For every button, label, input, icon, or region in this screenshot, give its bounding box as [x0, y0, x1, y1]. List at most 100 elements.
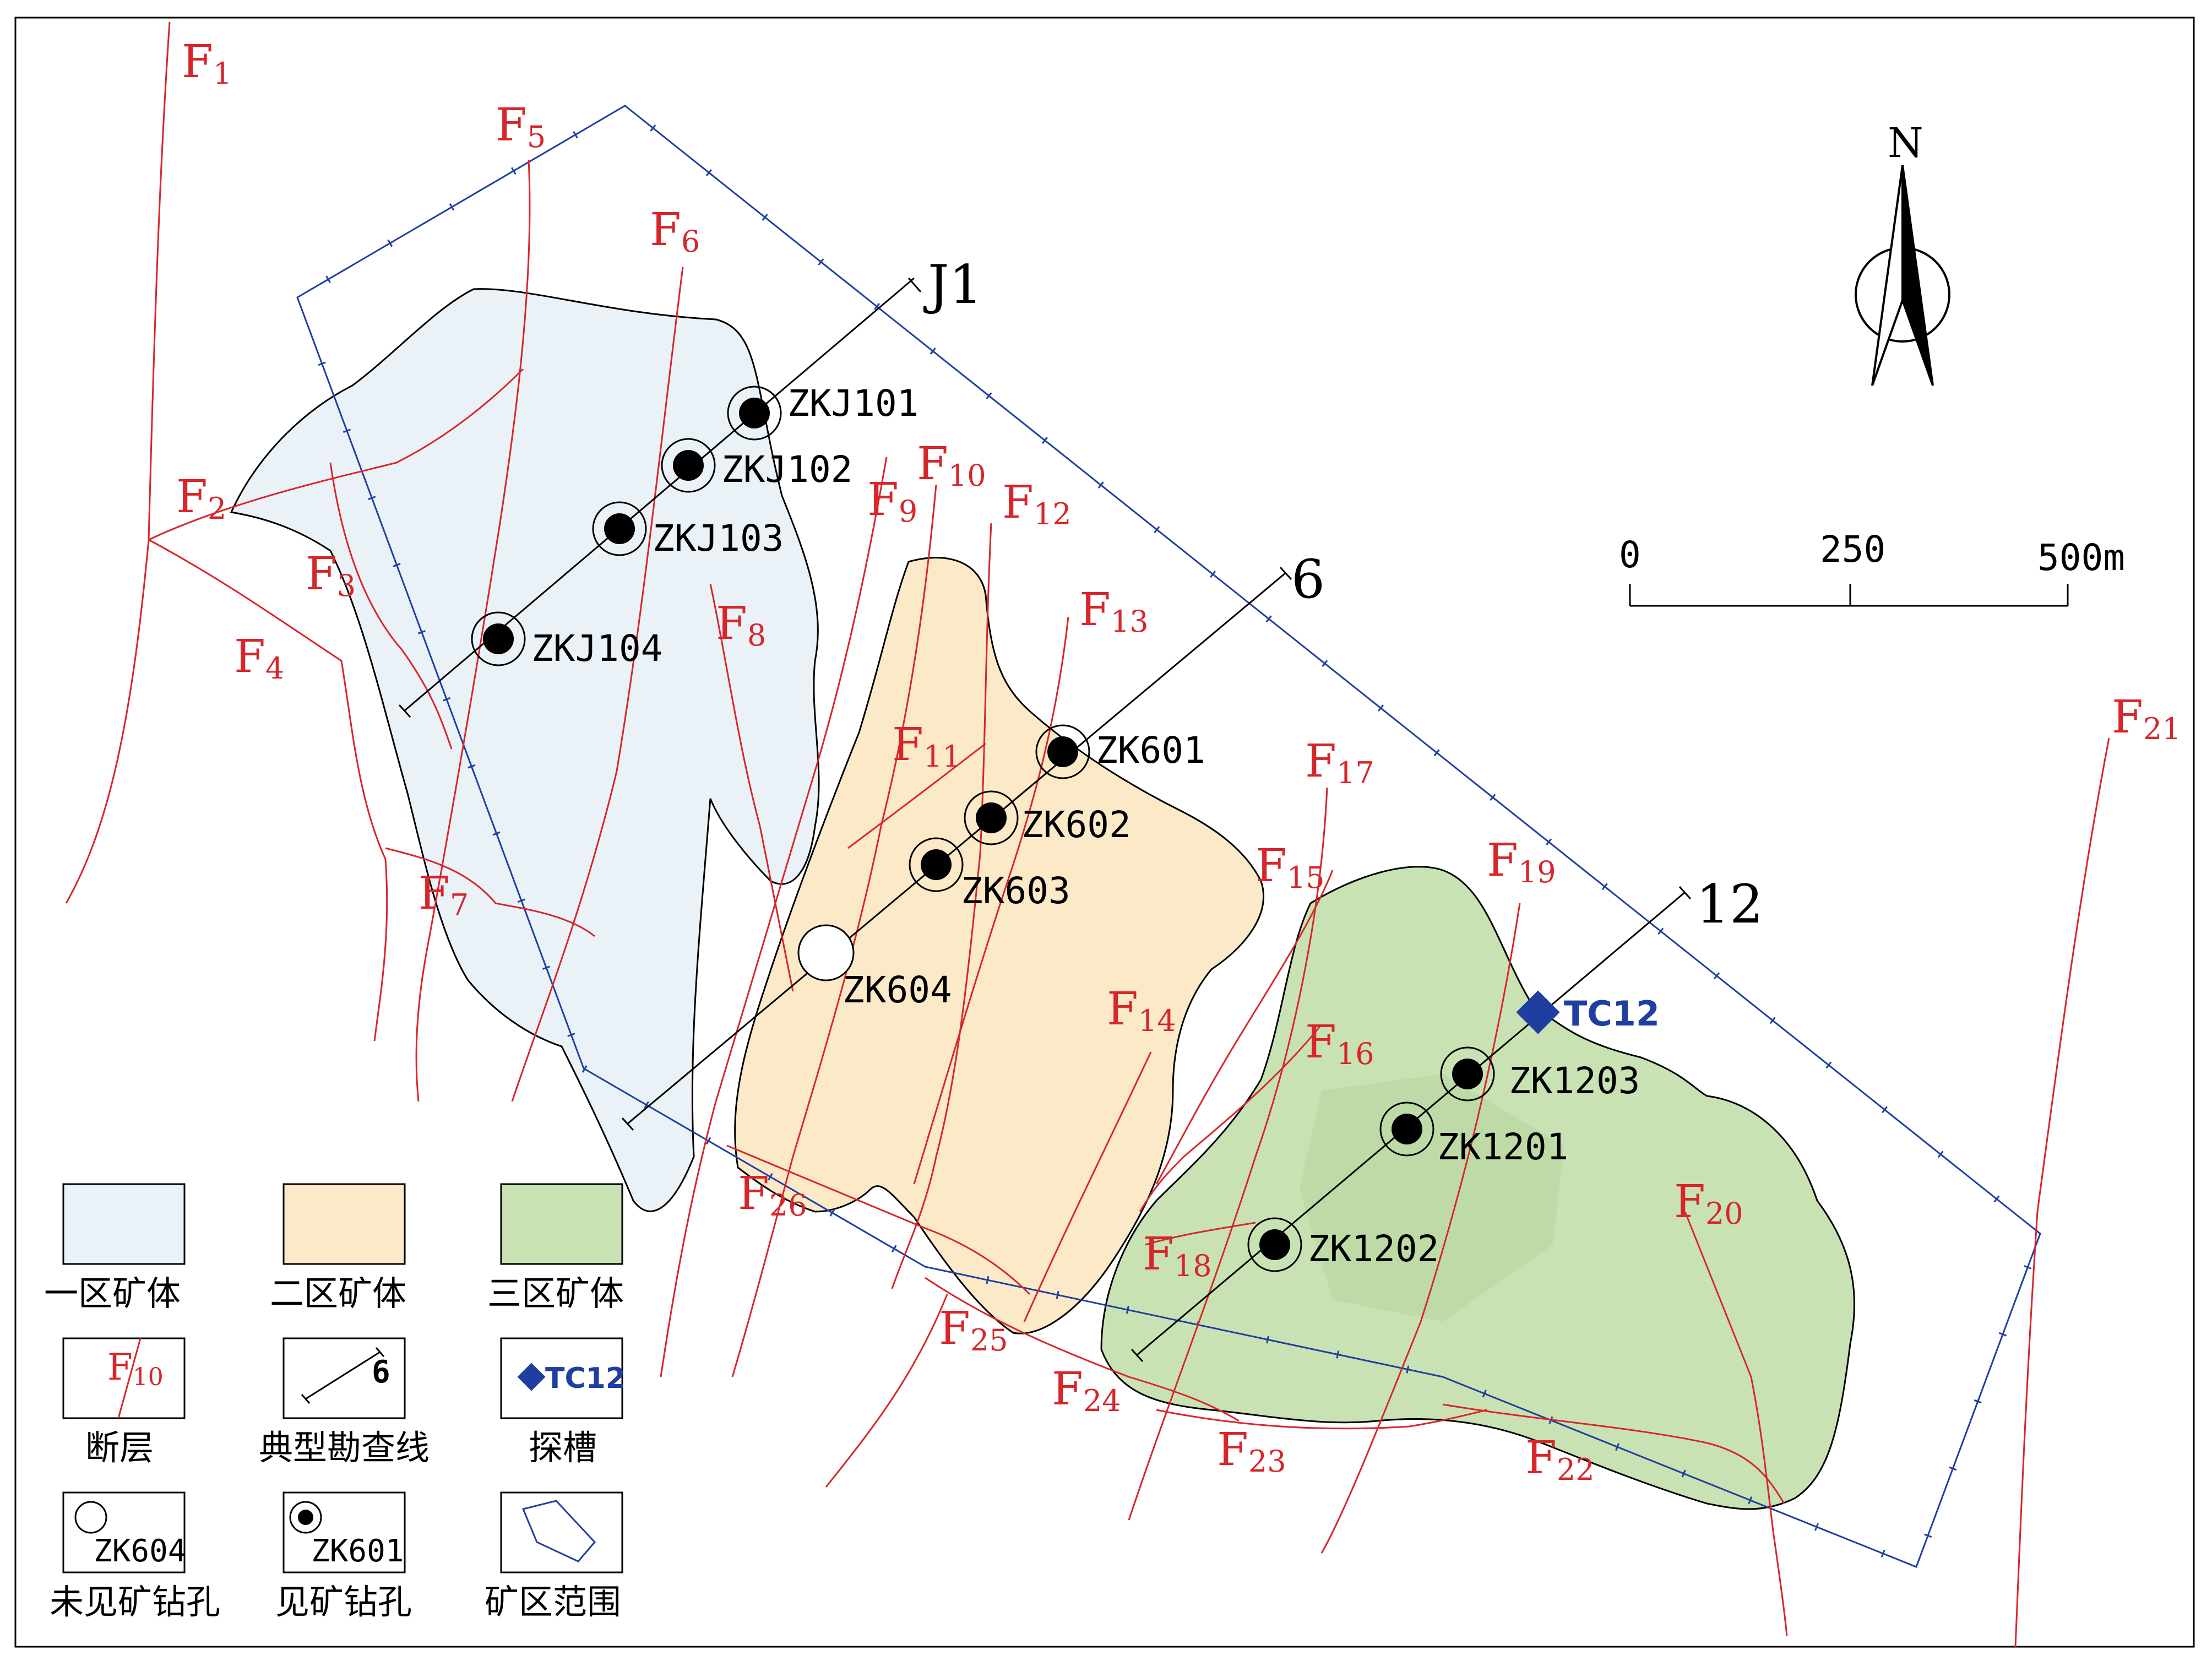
legend-boundary-icon [521, 1500, 596, 1562]
boundary-tick [930, 348, 936, 355]
fault-line-f14 [1023, 1051, 1152, 1322]
legend-swatch-fault [62, 1337, 186, 1419]
boundary-tick [1881, 1106, 1888, 1114]
fault-line-f2 [148, 368, 524, 541]
fault-label-f15: F15 [1256, 840, 1325, 895]
fault-label-f23: F23 [1217, 1424, 1286, 1479]
survey-line-12-end [1131, 1348, 1144, 1363]
drill-hole-zkj104[interactable]: ZKJ104 [471, 611, 662, 670]
fault-label-f20: F20 [1674, 1176, 1743, 1231]
fault-label-f21: F21 [2112, 691, 2181, 746]
boundary-tick [873, 303, 881, 310]
legend-label-zone2: 二区矿体 [270, 1273, 406, 1314]
legend-hole-ore-sample: ZK601 [311, 1533, 404, 1569]
fault-line-f1 [65, 21, 171, 904]
fault-label-f17: F17 [1305, 735, 1374, 790]
drill-hole-zk603[interactable]: ZK603 [909, 837, 1070, 912]
boundary-tick [1209, 571, 1216, 578]
fault-line-f25 [825, 1294, 948, 1488]
map-frame [14, 17, 2195, 1648]
drill-hole-zkj101[interactable]: ZKJ101 [727, 382, 919, 441]
svg-text:ZK603: ZK603 [961, 870, 1070, 912]
legend-swatch-survey [282, 1337, 406, 1419]
fault-label-f1: F1 [182, 36, 232, 91]
boundary-tick [1681, 1469, 1686, 1478]
drill-hole-zkj103[interactable]: ZKJ103 [592, 501, 784, 560]
survey-label-6: 6 [1291, 549, 1325, 610]
fault-line-f21 [2014, 737, 2110, 1647]
drill-hole-zkj102[interactable]: ZKJ102 [661, 438, 852, 493]
legend-swatch-zone1 [62, 1183, 186, 1265]
boundary-tick [517, 898, 525, 903]
boundary-tick [1377, 704, 1384, 712]
fault-label-f24: F24 [1052, 1363, 1121, 1418]
fault-line-f11 [847, 742, 986, 849]
fault-line-f15 [1155, 870, 1334, 1185]
north-arrow-left-icon [1871, 165, 1904, 386]
fault-label-f22: F22 [1525, 1432, 1595, 1487]
drill-hole-zk601[interactable]: ZK601 [1035, 724, 1205, 779]
fault-line-f4 [148, 539, 388, 1041]
drill-hole-zk1202[interactable]: ZK1202 [1247, 1217, 1439, 1272]
fault-line-f23 [1156, 1409, 1487, 1430]
scale-bar: 0 250 500m [1619, 528, 2125, 607]
boundary-tick [368, 496, 376, 500]
fault-label-f26: F26 [738, 1168, 807, 1223]
north-arrow-right-icon [1901, 165, 1934, 386]
svg-text:ZK601: ZK601 [1096, 729, 1205, 772]
legend-swatch-zone3 [500, 1183, 623, 1265]
boundary-tick [1322, 660, 1328, 668]
boundary-tick [829, 1209, 835, 1217]
boundary-tick [1601, 883, 1608, 891]
fault-label-f12: F12 [1002, 476, 1072, 531]
boundary-tick [1769, 1017, 1776, 1024]
boundary-tick [1433, 749, 1440, 757]
svg-text:ZK1203: ZK1203 [1509, 1060, 1640, 1102]
survey-label-12: 12 [1696, 873, 1763, 935]
survey-line-6-end [621, 1117, 634, 1131]
trench-tc12[interactable]: TC12 [1516, 990, 1660, 1034]
boundary-tick [1949, 1466, 1957, 1471]
fault-label-f3: F3 [306, 548, 356, 603]
drill-hole-zk1201[interactable]: ZK1201 [1379, 1101, 1568, 1168]
legend-swatch-zone2 [282, 1183, 406, 1265]
boundary-tick [1937, 1151, 1944, 1158]
drill-hole-zk602[interactable]: ZK602 [964, 790, 1131, 846]
drill-hole-zk1203[interactable]: ZK1203 [1440, 1046, 1640, 1102]
boundary-tick [325, 275, 331, 283]
boundary-tick [387, 239, 393, 247]
fault-line-f3 [329, 462, 453, 750]
boundary-tick [891, 1245, 897, 1253]
fault-line-f16 [1139, 1024, 1323, 1212]
boundary-tick [1126, 1306, 1129, 1314]
legend-label-survey: 典型勘查线 [259, 1428, 430, 1468]
boundary-tick [1998, 1332, 2007, 1337]
boundary-tick [2024, 1265, 2032, 1269]
boundary-ticks [318, 124, 2032, 1558]
fault-labels: F1 F2 F3 F4 F5 F6 F7 F8 F9 F10 F11 F12 F… [176, 36, 2181, 1487]
survey-line-j1-end [398, 704, 411, 718]
legend-label-hole-empty: 未见矿钻孔 [50, 1582, 220, 1622]
fault-line-f20 [1684, 1211, 1788, 1636]
fault-label-f25: F25 [939, 1303, 1008, 1358]
boundary-tick [650, 124, 656, 132]
boundary-tick [417, 630, 426, 634]
svg-text:ZK1201: ZK1201 [1437, 1126, 1568, 1168]
boundary-tick [1825, 1061, 1832, 1069]
fault-label-f11: F11 [892, 719, 961, 774]
legend-label-zone1: 一区矿体 [44, 1273, 181, 1314]
fault-line-f12 [891, 523, 992, 1289]
drill-hole-zk604[interactable]: ZK604 [797, 924, 952, 1011]
boundary-tick [1041, 437, 1048, 444]
legend-label-boundary: 矿区范围 [485, 1582, 621, 1622]
boundary-tick [442, 697, 451, 702]
boundary-tick [705, 1137, 711, 1145]
fault-label-f19: F19 [1487, 834, 1556, 889]
fault-line-f7 [385, 847, 595, 937]
survey-line-j1-cap [907, 278, 922, 292]
boundary-tick [1097, 481, 1104, 489]
svg-text:ZK604: ZK604 [843, 969, 952, 1011]
legend-trench-sample: TC12 [545, 1362, 626, 1395]
legend-label-zone3: 三区矿体 [487, 1273, 624, 1314]
legend-trench-icon [517, 1363, 546, 1391]
